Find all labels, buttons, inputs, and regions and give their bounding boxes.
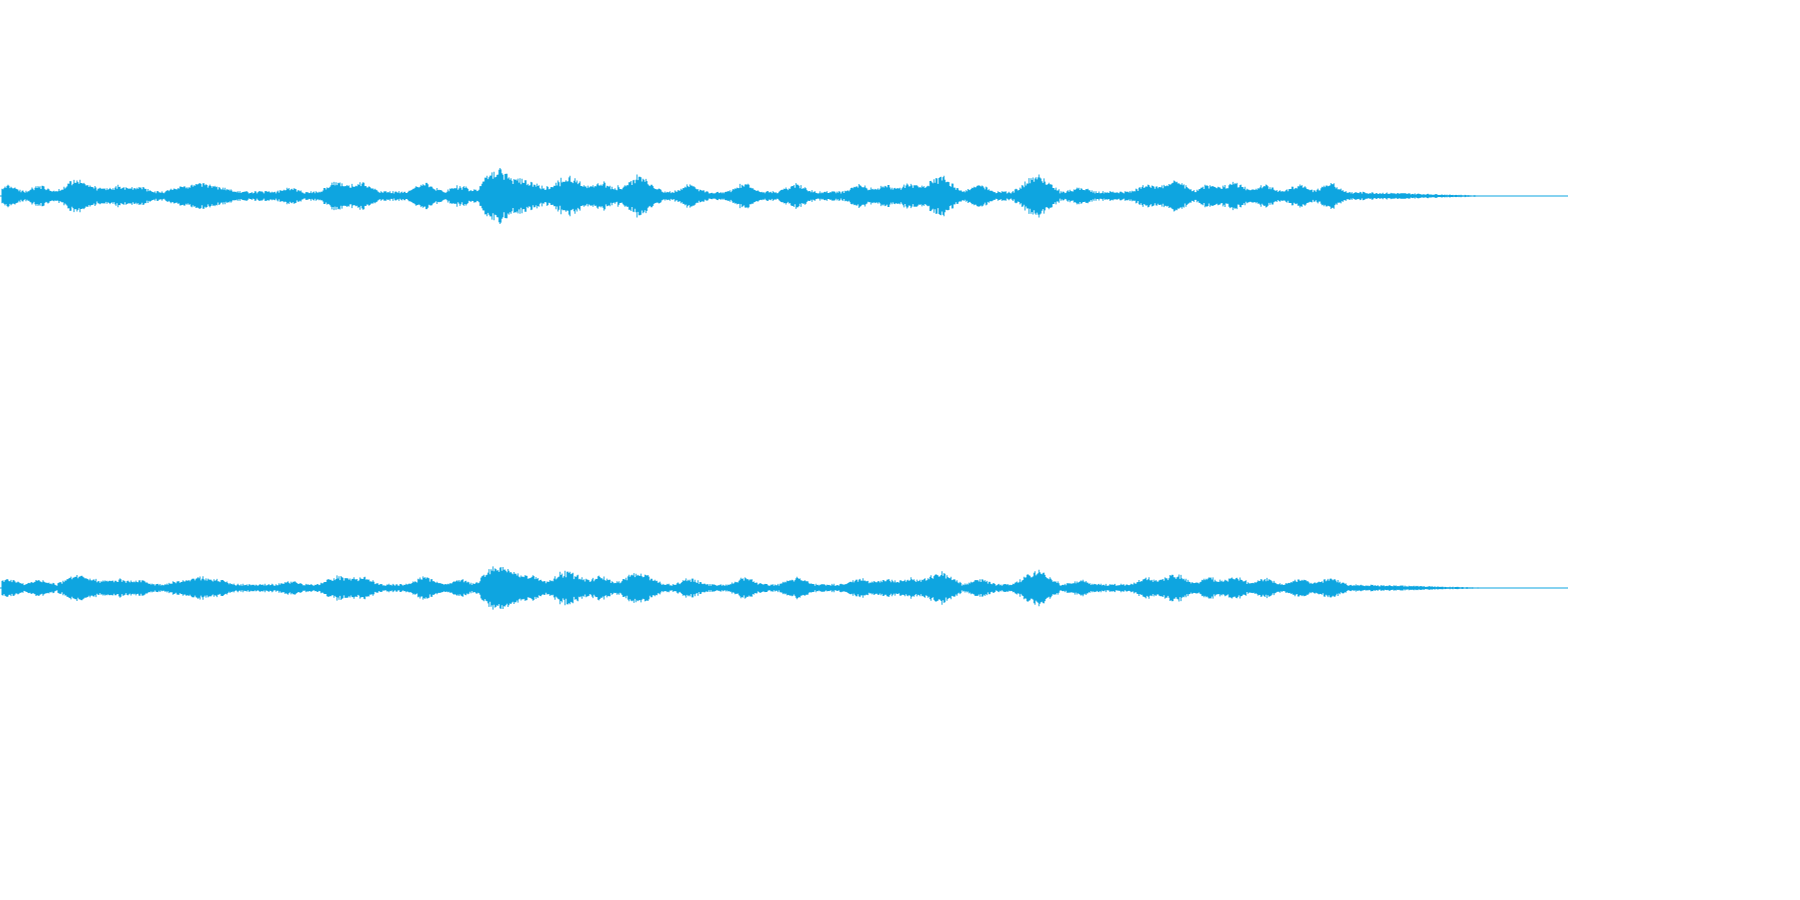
waveform-samples	[1, 566, 1500, 610]
channel-2-waveform[interactable]	[0, 566, 1568, 610]
channel-1-waveform[interactable]	[0, 168, 1568, 224]
waveform-samples	[1, 168, 1500, 224]
